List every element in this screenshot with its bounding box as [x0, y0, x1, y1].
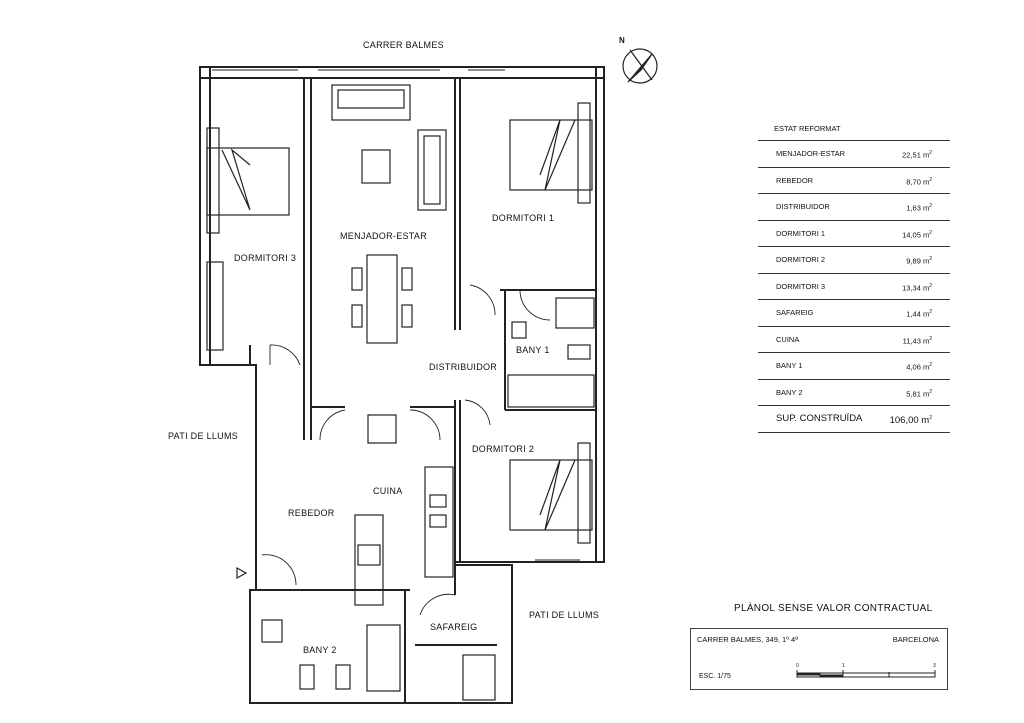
scale-tick-0: 0	[796, 663, 799, 669]
total-label: SUP. CONSTRUÏDA	[776, 413, 863, 424]
room-label-bany-1: BANY 1	[516, 345, 550, 355]
area-table-row: DORMITORI 2 9,89 m2	[758, 246, 950, 273]
area-value: 4,06 m	[906, 362, 930, 372]
fridge	[367, 414, 397, 444]
unit-sup: 2	[929, 176, 932, 183]
area-table-row: DORMITORI 1 14,05 m2	[758, 219, 950, 247]
scale-text: ESC. 1/75	[699, 673, 731, 680]
armchair-sofa	[417, 129, 447, 211]
bed-dormitori-3	[206, 127, 290, 234]
street-label: CARRER BALMES	[363, 40, 444, 50]
total-value: 106,00 m2	[890, 406, 932, 432]
wardrobe	[206, 261, 224, 351]
area-value: 5,81 m	[906, 389, 930, 398]
area-table-row: CUINA 11,43 m2	[758, 325, 950, 353]
room-label-dormitori-1: DORMITORI 1	[492, 213, 555, 223]
room-name: BANY 2	[776, 387, 803, 397]
total-area: 106,00 m	[889, 415, 930, 427]
scale-bar	[796, 670, 936, 678]
scale-tick-3: 3	[933, 663, 936, 669]
area-table-title: ESTAT REFORMAT	[774, 124, 841, 133]
room-name: REBEDOR	[776, 175, 814, 185]
pati-label-right: PATI DE LLUMS	[529, 610, 600, 620]
room-label-dormitori-2: DORMITORI 2	[472, 444, 535, 454]
room-label-distribuidor: DISTRIBUIDOR	[429, 362, 498, 372]
area-value: 9,89 m	[906, 256, 930, 266]
city: BARCELONA	[892, 635, 939, 644]
room-name: DORMITORI 1	[776, 228, 826, 238]
unit-sup: 2	[929, 203, 932, 209]
room-name: DORMITORI 2	[776, 255, 826, 264]
unit-sup: 2	[929, 309, 932, 315]
area-value: 1,44 m	[906, 309, 930, 319]
sofa	[331, 84, 411, 121]
room-area: 1,44 m2	[906, 300, 932, 326]
room-area: 5,81 m2	[906, 380, 932, 406]
unit-sup: 2	[929, 282, 932, 289]
room-name: CUINA	[776, 334, 800, 344]
room-label-dormitori-3: DORMITORI 3	[234, 253, 297, 263]
room-area: 1,63 m2	[906, 194, 932, 220]
disclaimer-note: PLÀNOL SENSE VALOR CONTRACTUAL	[734, 603, 933, 614]
unit-sup: 2	[929, 229, 932, 236]
entrance-arrow-icon	[236, 566, 248, 580]
walls	[199, 66, 605, 704]
room-area: 22,51 m2	[902, 141, 932, 167]
unit-sup: 2	[929, 415, 932, 421]
doors	[261, 284, 551, 616]
north-arrow-icon	[622, 48, 658, 84]
room-area: 13,34 m2	[902, 274, 932, 300]
room-area: 14,05 m2	[902, 221, 932, 247]
area-table-row: BANY 1 4,06 m2	[758, 352, 950, 379]
room-area: 11,43 m2	[903, 327, 932, 353]
area-value: 8,70 m	[906, 177, 930, 186]
room-area: 4,06 m2	[906, 353, 932, 379]
pati-label-left: PATI DE LLUMS	[168, 431, 239, 441]
area-value: 1,63 m	[906, 203, 930, 213]
unit-sup: 2	[929, 362, 932, 368]
address: CARRER BALMES, 349, 1º 4ª	[697, 635, 798, 644]
dining-table	[351, 254, 413, 344]
windows	[212, 69, 580, 561]
room-label-cuina: CUINA	[373, 486, 403, 496]
title-block: CARRER BALMES, 349, 1º 4ª BARCELONA ESC.…	[690, 628, 948, 690]
area-value: 13,34 m	[902, 283, 930, 292]
area-value: 22,51 m	[902, 150, 930, 160]
room-label-safareig: SAFAREIG	[430, 622, 478, 632]
unit-sup: 2	[929, 150, 932, 156]
area-table-row: DISTRIBUIDOR 1,63 m2	[758, 193, 950, 220]
area-table-row: SAFAREIG 1,44 m2	[758, 299, 950, 326]
unit-sup: 2	[929, 388, 932, 395]
room-label-rebedor: REBEDOR	[288, 508, 335, 518]
area-value: 14,05 m	[902, 230, 930, 239]
room-name: DISTRIBUIDOR	[776, 202, 830, 211]
area-value: 11,43 m	[902, 336, 930, 345]
north-label: N	[619, 36, 626, 45]
room-area: 9,89 m2	[906, 247, 932, 273]
room-label-bany-2: BANY 2	[303, 645, 337, 655]
room-name: MENJADOR-ESTAR	[776, 149, 846, 158]
bath-1-fixtures	[507, 297, 595, 408]
room-name: BANY 1	[776, 361, 803, 370]
bed-dormitori-2	[509, 442, 593, 544]
room-name: SAFAREIG	[776, 308, 814, 317]
scale-tick-1: 1	[842, 663, 845, 669]
bed-dormitori-1	[509, 102, 593, 204]
area-table-row: MENJADOR-ESTAR 22,51 m2	[758, 140, 950, 167]
bath-2-fixtures	[261, 619, 496, 701]
room-name: DORMITORI 3	[776, 281, 826, 291]
area-table-row: REBEDOR 8,70 m2	[758, 166, 950, 194]
kitchen-counter	[354, 466, 454, 606]
room-area: 8,70 m2	[906, 168, 932, 194]
area-table-row: BANY 2 5,81 m2	[758, 378, 950, 406]
area-table-row: DORMITORI 3 13,34 m2	[758, 272, 950, 300]
area-table-total: SUP. CONSTRUÏDA 106,00 m2	[758, 405, 950, 433]
unit-sup: 2	[929, 335, 932, 342]
room-label-menjador-estar: MENJADOR-ESTAR	[340, 231, 428, 241]
coffee-table	[361, 149, 391, 184]
unit-sup: 2	[929, 256, 932, 262]
